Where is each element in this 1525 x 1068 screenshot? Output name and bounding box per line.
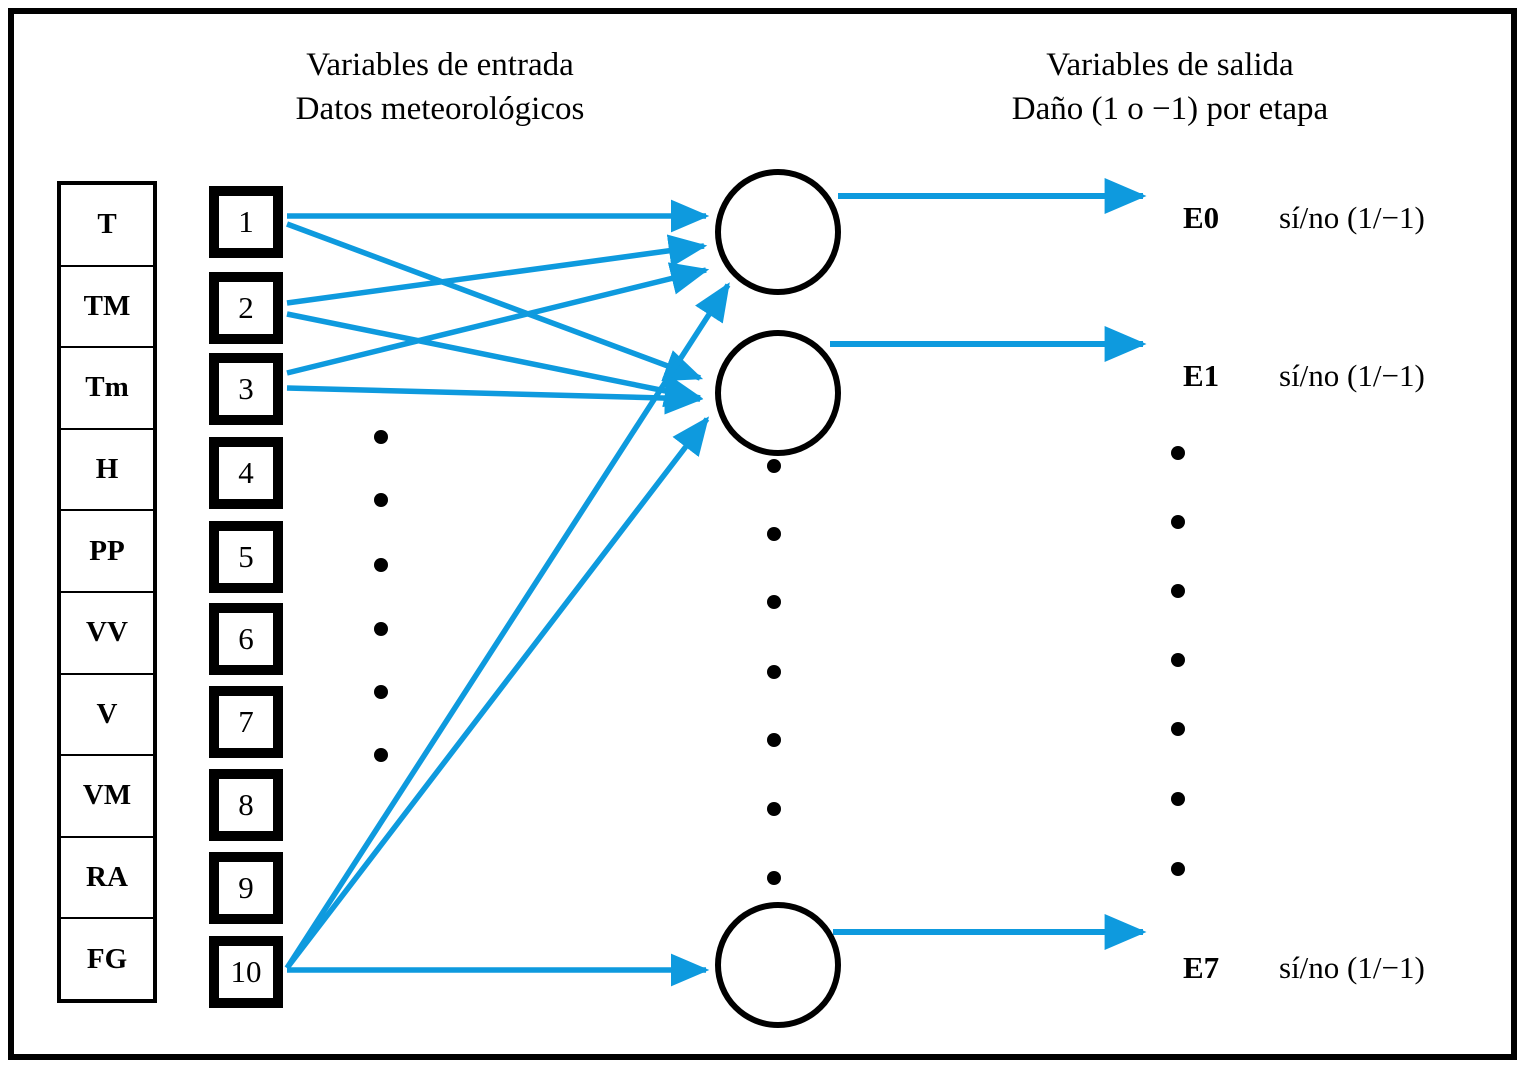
ellipsis-dot-output-column-6 [1171,792,1185,806]
output-code-E0: E0 [1183,200,1220,235]
ellipsis-dot-hidden-column-5 [767,733,781,747]
connection-input-box-2-to-hidden-neuron-2 [286,311,704,408]
input-section-heading: Variables de entrada Datos meteorológico… [160,44,720,131]
ellipsis-dot-input-column-1 [374,430,388,444]
ellipsis-dot-input-column-5 [374,685,388,699]
input-box-1: 1 [209,186,283,258]
input-box-5: 5 [209,521,283,593]
input-box-7: 7 [209,686,283,758]
variable-cell-vv: VV [61,593,153,675]
ellipsis-dot-output-column-2 [1171,515,1185,529]
hidden-neuron-3 [715,902,841,1028]
connection-input-box-10-to-hidden-neuron-2 [284,416,710,970]
input-heading-line-2: Datos meteorológicos [295,90,585,127]
ellipsis-dot-input-column-6 [374,748,388,762]
output-code-E1: E1 [1183,358,1220,393]
ellipsis-dot-hidden-column-6 [767,802,781,816]
connection-input-box-10-to-hidden-neuron-1 [284,282,731,970]
ellipsis-dot-hidden-column-3 [767,595,781,609]
ellipsis-dot-output-column-5 [1171,722,1185,736]
ellipsis-dot-output-column-1 [1171,446,1185,460]
connection-input-box-3-to-hidden-neuron-2 [286,381,704,415]
variable-cell-vm: VM [61,756,153,838]
variable-cell-t: T [61,185,153,267]
output-description-E7: sí/no (1/−1) [1279,950,1425,985]
output-code-E7: E7 [1183,950,1220,985]
ellipsis-dot-input-column-2 [374,493,388,507]
variable-cell-v: V [61,675,153,757]
variable-cell-h: H [61,430,153,512]
ellipsis-dot-output-column-7 [1171,862,1185,876]
input-box-8: 8 [209,769,283,841]
output-heading-line-2: Daño (1 o −1) por etapa [1011,90,1329,127]
hidden-neuron-2 [715,330,841,456]
input-to-hidden-connections [284,199,731,987]
ellipsis-dot-input-column-4 [374,622,388,636]
output-row-E1: E1 sí/no (1/−1) [1183,358,1425,394]
ellipsis-dot-output-column-4 [1171,653,1185,667]
ellipsis-dot-hidden-column-2 [767,527,781,541]
ellipsis-dots [374,430,1185,885]
variable-cell-pp: PP [61,511,153,593]
output-section-heading: Variables de salida Daño (1 o −1) por et… [890,44,1450,131]
hidden-to-output-connections [830,178,1147,950]
ellipsis-dot-hidden-column-1 [767,459,781,473]
output-row-E0: E0 sí/no (1/−1) [1183,200,1425,236]
output-description-E0: sí/no (1/−1) [1279,200,1425,235]
connection-input-box-1-to-hidden-neuron-2 [286,221,704,382]
input-box-6: 6 [209,603,283,675]
input-box-3: 3 [209,353,283,425]
variable-cell-fg: FG [86,942,128,975]
input-box-4: 4 [209,437,283,509]
ellipsis-dot-hidden-column-4 [767,665,781,679]
variable-cell-ra: RA [61,838,153,920]
connection-input-box-3-to-hidden-neuron-1 [286,262,710,376]
output-heading-line-1: Variables de salida [1046,47,1294,83]
input-box-9: 9 [209,852,283,924]
output-description-E1: sí/no (1/−1) [1279,358,1425,393]
input-box-2: 2 [209,272,283,344]
ellipsis-dot-output-column-3 [1171,584,1185,598]
output-row-E7: E7 sí/no (1/−1) [1183,950,1425,986]
connection-input-box-2-to-hidden-neuron-1 [286,234,708,306]
input-heading-line-1: Variables de entrada [306,47,574,83]
ellipsis-dot-hidden-column-7 [767,871,781,885]
variable-cell-tm: Tm [61,348,153,430]
ellipsis-dot-input-column-3 [374,558,388,572]
hidden-neuron-1 [715,169,841,295]
variable-cell-tm: TM [61,267,153,349]
hidden-layer-neurons [715,169,841,1028]
input-box-10: 10 [209,936,283,1008]
